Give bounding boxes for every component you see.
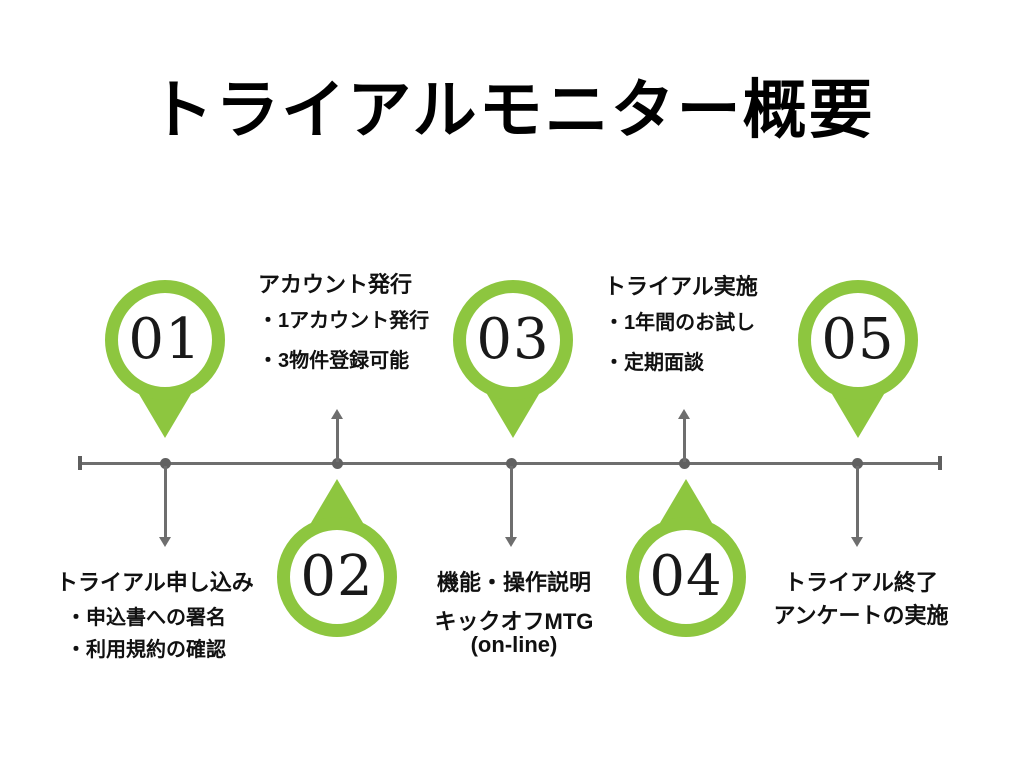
step-4-number: 04 bbox=[649, 544, 723, 609]
step-3-pin: 03 bbox=[453, 280, 573, 438]
step-4-arrow-head bbox=[678, 409, 690, 419]
timeline-end-tick bbox=[938, 456, 942, 470]
step-1-arrow-shaft bbox=[164, 466, 167, 538]
step-3-dot bbox=[506, 458, 517, 469]
pin-circle: 05 bbox=[798, 280, 918, 400]
step-2-heading: アカウント発行 bbox=[258, 272, 413, 297]
step-5-detail: アンケートの実施 bbox=[773, 603, 949, 628]
step-2-arrow-shaft bbox=[336, 419, 339, 462]
step-5-arrow-head bbox=[851, 537, 863, 547]
step-2-pin: 02 bbox=[277, 479, 397, 637]
step-1-detail: ・利用規約の確認 bbox=[66, 639, 226, 661]
step-5-pin: 05 bbox=[798, 280, 918, 438]
timeline-start-tick bbox=[78, 456, 82, 470]
step-1-number: 01 bbox=[128, 307, 202, 372]
step-3-textblock: 機能・操作説明 キックオフMTG (on-line) bbox=[408, 570, 620, 656]
step-4-pin: 04 bbox=[626, 479, 746, 637]
step-1-dot bbox=[160, 458, 171, 469]
step-5-dot bbox=[852, 458, 863, 469]
step-2-number: 02 bbox=[300, 544, 374, 609]
step-3-arrow-head bbox=[505, 537, 517, 547]
pin-circle: 04 bbox=[626, 517, 746, 637]
step-3-detail: (on-line) bbox=[470, 632, 558, 657]
step-1-detail: ・申込書への署名 bbox=[66, 607, 226, 629]
step-3-heading: 機能・操作説明 bbox=[436, 570, 591, 595]
step-3-detail: キックオフMTG bbox=[434, 609, 594, 634]
step-5-textblock: トライアル終了 アンケートの実施 bbox=[756, 570, 966, 627]
step-2-textblock: アカウント発行 ・1アカウント発行 ・3物件登録可能 bbox=[258, 272, 468, 390]
step-1-heading: トライアル申し込み bbox=[56, 570, 254, 595]
step-1-arrow-head bbox=[159, 537, 171, 547]
pin-circle: 03 bbox=[453, 280, 573, 400]
step-2-detail: ・1アカウント発行 bbox=[258, 310, 430, 332]
step-1-textblock: トライアル申し込み ・申込書への署名 ・利用規約の確認 bbox=[56, 570, 288, 671]
step-4-detail: ・定期面談 bbox=[604, 352, 704, 374]
step-5-arrow-shaft bbox=[856, 466, 859, 538]
step-5-heading: トライアル終了 bbox=[784, 570, 938, 595]
step-4-arrow-shaft bbox=[683, 419, 686, 462]
step-4-detail: ・1年間のお試し bbox=[604, 312, 756, 334]
step-1-pin: 01 bbox=[105, 280, 225, 438]
pin-circle: 01 bbox=[105, 280, 225, 400]
step-3-arrow-shaft bbox=[510, 466, 513, 538]
step-5-number: 05 bbox=[821, 307, 895, 372]
step-4-dot bbox=[679, 458, 690, 469]
step-2-detail: ・3物件登録可能 bbox=[258, 350, 410, 372]
step-2-dot bbox=[332, 458, 343, 469]
pin-circle: 02 bbox=[277, 517, 397, 637]
step-4-heading: トライアル実施 bbox=[604, 274, 758, 299]
step-3-number: 03 bbox=[476, 307, 550, 372]
page-title: トライアルモニター概要 bbox=[149, 74, 875, 146]
step-4-textblock: トライアル実施 ・1年間のお試し ・定期面談 bbox=[604, 274, 814, 392]
step-2-arrow-head bbox=[331, 409, 343, 419]
